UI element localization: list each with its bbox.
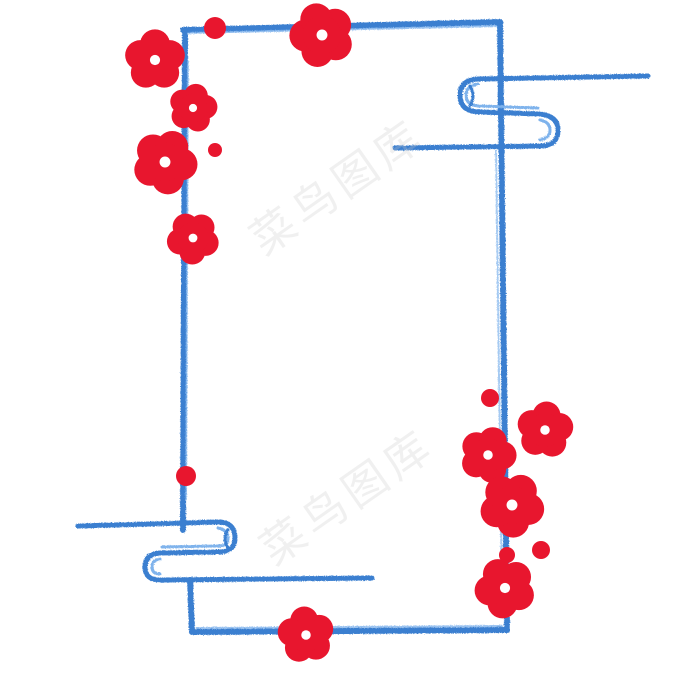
blossom-flower <box>517 401 574 457</box>
frame-border <box>180 19 510 635</box>
blossom-flower <box>166 213 219 265</box>
cloud-scroll-top-right <box>392 73 651 151</box>
blossom-flower <box>289 3 352 67</box>
blossom-bud <box>481 389 499 407</box>
blossom-flower <box>134 131 198 195</box>
blossom-bud <box>176 466 196 486</box>
blossom-flower <box>277 606 334 662</box>
cloud-scroll-bottom-left <box>75 519 375 583</box>
blossom-flower <box>462 427 517 483</box>
blossom-flower <box>474 559 534 619</box>
blossom-bud <box>204 17 226 39</box>
blossom-bud <box>499 547 515 563</box>
blossom-bud <box>208 143 222 157</box>
plum-blossoms <box>125 3 574 662</box>
blossom-flower <box>480 474 545 538</box>
blossom-flower <box>125 29 185 88</box>
blossom-bud <box>532 541 550 559</box>
blossom-flower <box>170 83 218 132</box>
